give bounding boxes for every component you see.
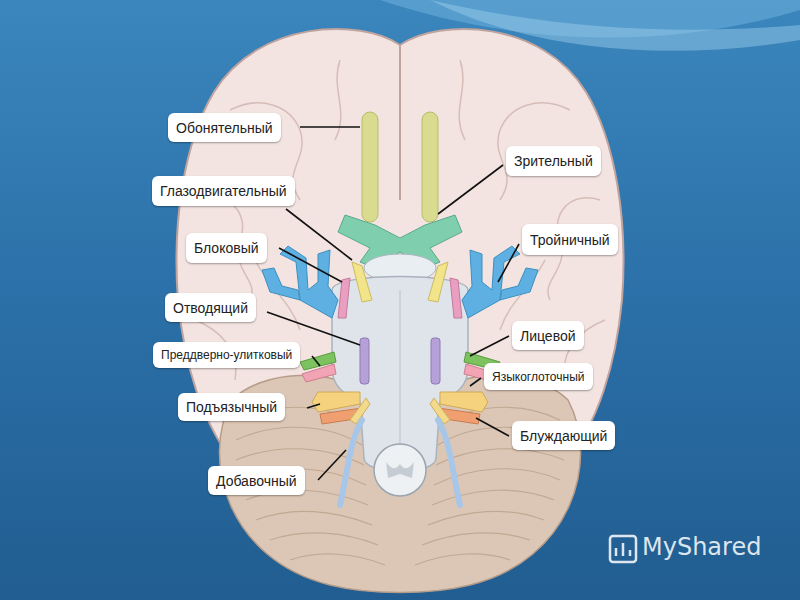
trochlear-nerve (338, 278, 462, 318)
trigeminal-nerve (262, 246, 538, 318)
leader-line (267, 127, 519, 480)
illustration-part (256, 511, 372, 525)
nerve-name: Добавочный (216, 472, 297, 490)
illustration-part (498, 244, 519, 282)
nerve-label-box: Глазодвигательный (152, 176, 295, 206)
illustration-part (267, 312, 360, 345)
vagus-nerve (320, 408, 480, 424)
nerve-name: Тройничный (530, 231, 610, 249)
brainstem-line (400, 290, 401, 455)
nerve-name: Зрительный (514, 152, 593, 170)
nerve-name: Языкоглоточный (492, 369, 585, 385)
illustration-part (302, 364, 336, 382)
illustration-part (290, 554, 385, 565)
nerve-label-box: Добавочный (208, 466, 305, 495)
illustration-part (610, 536, 636, 562)
nerve-label-box: Блуждающий (512, 421, 615, 450)
illustration-part (436, 449, 564, 465)
illustration-part (286, 209, 352, 260)
illustration-part (432, 490, 554, 505)
illustration-part (318, 450, 346, 480)
illustration-part (335, 60, 341, 140)
nerve-name: Обонятельный (176, 119, 273, 137)
nerve-name: Отводящий (173, 299, 248, 317)
spinal-cord (374, 444, 426, 496)
illustration-part (262, 268, 300, 300)
illustration-part (450, 278, 462, 318)
illustration-part (428, 262, 448, 302)
nerve-name: Глазодвигательный (160, 182, 287, 200)
illustration-part (616, 543, 630, 556)
nerve-name: Преддверно-улитковый (161, 347, 292, 363)
illustration-part (415, 554, 510, 565)
nerve-label-box: Языкоглоточный (484, 363, 593, 390)
olfactory-nerve (362, 112, 438, 222)
illustration-part (279, 248, 342, 282)
nerve-label-box: Обонятельный (168, 113, 281, 142)
hypoglossal-nerve (350, 398, 450, 424)
illustration-part (500, 268, 538, 300)
illustration-part (470, 378, 481, 386)
nerve-label-box: Подъязычный (178, 393, 285, 421)
illustration-part (422, 112, 438, 222)
illustration-part (422, 533, 530, 545)
nerve-label-box: Отводящий (165, 293, 256, 322)
illustration-part (438, 420, 460, 505)
nerve-name: Лицевой (520, 327, 576, 345)
illustration-part (312, 356, 320, 366)
accessory-nerve (340, 420, 460, 505)
spinal-cord-gray (386, 462, 414, 478)
illustration-part (428, 511, 544, 525)
illustration-part (236, 427, 362, 445)
illustration-part (470, 336, 509, 356)
watermark-icon (610, 536, 636, 562)
nerve-name: Блуждающий (520, 427, 607, 445)
fissure (399, 45, 401, 200)
nerve-name: Блоковый (194, 239, 259, 257)
nerve-label-box: Тройничный (522, 224, 618, 255)
nerve-name: Подъязычный (186, 398, 277, 416)
illustration-part (438, 165, 503, 214)
illustration-part (270, 533, 378, 545)
illustration-part (280, 246, 338, 318)
illustration-part (431, 338, 440, 384)
illustration-part (300, 126, 360, 128)
glossopharyngeal-nerve (312, 392, 488, 412)
abducens-nerve (360, 338, 440, 384)
nerve-label-box: Лицевой (512, 321, 584, 350)
nerve-label-box: Блоковый (186, 233, 267, 263)
illustration-part (255, 260, 300, 330)
illustration-part (360, 338, 369, 384)
illustration-part (340, 420, 362, 505)
oculomotor-nerve (352, 262, 448, 302)
watermark: MyShared (642, 533, 761, 561)
nerve-label-box: Зрительный (506, 146, 601, 176)
illustration-part (362, 112, 378, 222)
vestibulocochlear-nerve (302, 364, 498, 382)
illustration-part (500, 260, 545, 330)
illustration-part (459, 60, 465, 140)
illustration-part (338, 278, 350, 318)
illustration-part (476, 418, 509, 436)
illustration-part (307, 404, 320, 408)
nerve-label-box: Преддверно-улитковый (153, 342, 300, 368)
illustration-part (352, 262, 372, 302)
